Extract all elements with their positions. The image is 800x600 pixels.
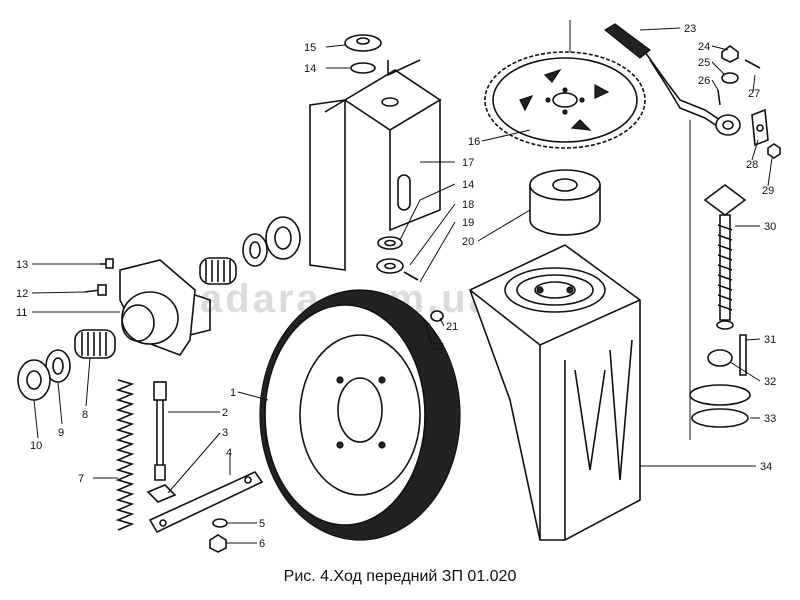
- label-5: 5: [259, 518, 265, 530]
- label-32: 32: [764, 376, 776, 388]
- part-number-labels: 1 2 3 4 5 6 7 8 9 10 11 12 13 14 15 16 1…: [16, 23, 776, 550]
- label-22: 22: [432, 341, 444, 353]
- label-2: 2: [222, 407, 228, 419]
- part-housing: [468, 244, 641, 541]
- part-bottom-right-stack: [689, 334, 751, 428]
- label-25: 25: [698, 57, 710, 69]
- label-31: 31: [764, 334, 776, 346]
- part-pin: [153, 381, 167, 481]
- part-bolts-left: [84, 258, 114, 296]
- part-washers-middle: [376, 236, 419, 281]
- label-34: 34: [760, 461, 772, 473]
- label-20: 20: [462, 236, 474, 248]
- label-10: 10: [30, 440, 42, 452]
- part-strap: [146, 470, 264, 534]
- part-bracket: [309, 59, 442, 271]
- part-screw: [703, 184, 747, 330]
- label-12: 12: [16, 288, 28, 300]
- label-27: 27: [748, 88, 760, 100]
- label-14-top: 14: [304, 63, 316, 75]
- part-flange: [119, 259, 211, 356]
- part-gear: [484, 51, 646, 149]
- label-13: 13: [16, 259, 28, 271]
- part-wheel: [259, 289, 461, 541]
- leader-lines: [31, 27, 773, 544]
- label-14-mid: 14: [462, 179, 474, 191]
- label-19: 19: [462, 217, 474, 229]
- label-8: 8: [82, 409, 88, 421]
- part-bearings: [17, 216, 301, 401]
- part-link: [751, 108, 781, 159]
- part-nut-top: [344, 34, 382, 74]
- label-16: 16: [468, 136, 480, 148]
- part-lever: [603, 23, 741, 136]
- label-3: 3: [222, 427, 228, 439]
- label-9: 9: [58, 427, 64, 439]
- label-21: 21: [446, 321, 458, 333]
- label-11: 11: [16, 307, 27, 319]
- label-18: 18: [462, 199, 474, 211]
- label-4: 4: [226, 447, 232, 459]
- label-24: 24: [698, 41, 710, 53]
- part-spring: [115, 379, 135, 531]
- label-15: 15: [304, 42, 316, 54]
- label-28: 28: [746, 159, 758, 171]
- label-30: 30: [764, 221, 776, 233]
- label-33: 33: [764, 413, 776, 425]
- label-17: 17: [462, 157, 474, 169]
- label-6: 6: [259, 538, 265, 550]
- part-nuts-bottom: [209, 518, 228, 553]
- figure-caption: Рис. 4.Ход передний ЗП 01.020: [283, 568, 517, 585]
- label-29: 29: [762, 185, 774, 197]
- label-1: 1: [230, 387, 236, 399]
- label-23: 23: [684, 23, 696, 35]
- part-hub: [529, 169, 601, 236]
- label-7: 7: [78, 473, 84, 485]
- label-26: 26: [698, 75, 710, 87]
